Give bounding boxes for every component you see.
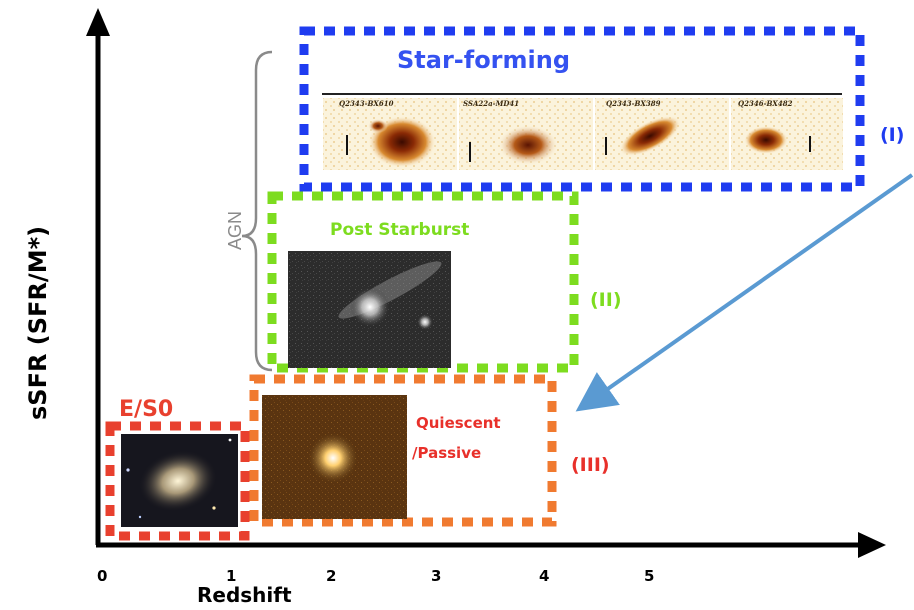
es0-box	[105, 421, 250, 541]
y-axis-label: sSFR (SFR/M*)	[24, 226, 52, 420]
x-axis-label: Redshift	[197, 583, 292, 607]
x-tick-label: 5	[644, 567, 654, 585]
galaxy-thumb-label: Q2343-BX610	[339, 99, 394, 108]
star-forming-roman: (I)	[880, 124, 904, 146]
galaxy-thumb-1: Q2343-BX610	[339, 99, 436, 168]
x-tick-labels: 0 1 2 3 4 5	[97, 567, 654, 585]
galaxy-thumb-4: Q2346-BX482	[738, 99, 811, 154]
post-starburst-title: Post Starburst	[330, 220, 469, 240]
quiescent-title-line1: Quiescent	[416, 414, 501, 432]
x-tick-label: 3	[431, 567, 441, 585]
es0-image	[121, 434, 238, 527]
galaxy-thumb-3: Q2343-BX389	[605, 99, 681, 157]
quiescent-roman: (III)	[571, 454, 610, 476]
quiescent-title-line2: /Passive	[412, 444, 481, 462]
galaxy-thumb-label: Q2343-BX389	[606, 99, 661, 108]
star-forming-thumbnails: Q2343-BX610 SSA22a-MD41 Q2343-BX389 Q234…	[323, 98, 843, 170]
region-es0: E/S0	[105, 397, 250, 541]
quiescent-image	[262, 395, 407, 519]
star-forming-title: Star-forming	[397, 46, 570, 74]
x-axis	[96, 532, 886, 558]
es0-title: E/S0	[119, 397, 173, 422]
region-star-forming: Star-forming (I) Q2343-BX610 SSA22a-MD41	[299, 26, 904, 192]
galaxy-thumb-label: Q2346-BX482	[738, 99, 793, 108]
y-axis-arrowhead	[86, 8, 110, 36]
star-forming-box	[299, 26, 865, 192]
transition-arrow	[575, 173, 914, 412]
post-starburst-image	[288, 251, 451, 368]
region-post-starburst: Post Starburst (II)	[267, 191, 622, 373]
x-tick-label: 1	[226, 567, 236, 585]
galaxy-thumb-2: SSA22a-MD41	[463, 99, 558, 165]
galaxy-thumb-label: SSA22a-MD41	[463, 99, 519, 108]
y-axis	[86, 8, 110, 545]
post-starburst-roman: (II)	[590, 289, 622, 311]
agn-label: AGN	[225, 211, 245, 250]
quiescent-box	[249, 374, 557, 527]
region-quiescent: Quiescent /Passive (III)	[249, 374, 610, 527]
x-tick-label: 4	[539, 567, 549, 585]
x-tick-label: 2	[326, 567, 336, 585]
x-axis-arrowhead	[858, 532, 886, 558]
x-tick-label: 0	[97, 567, 107, 585]
agn-brace-curve	[241, 50, 273, 372]
agn-brace: AGN	[225, 50, 273, 372]
